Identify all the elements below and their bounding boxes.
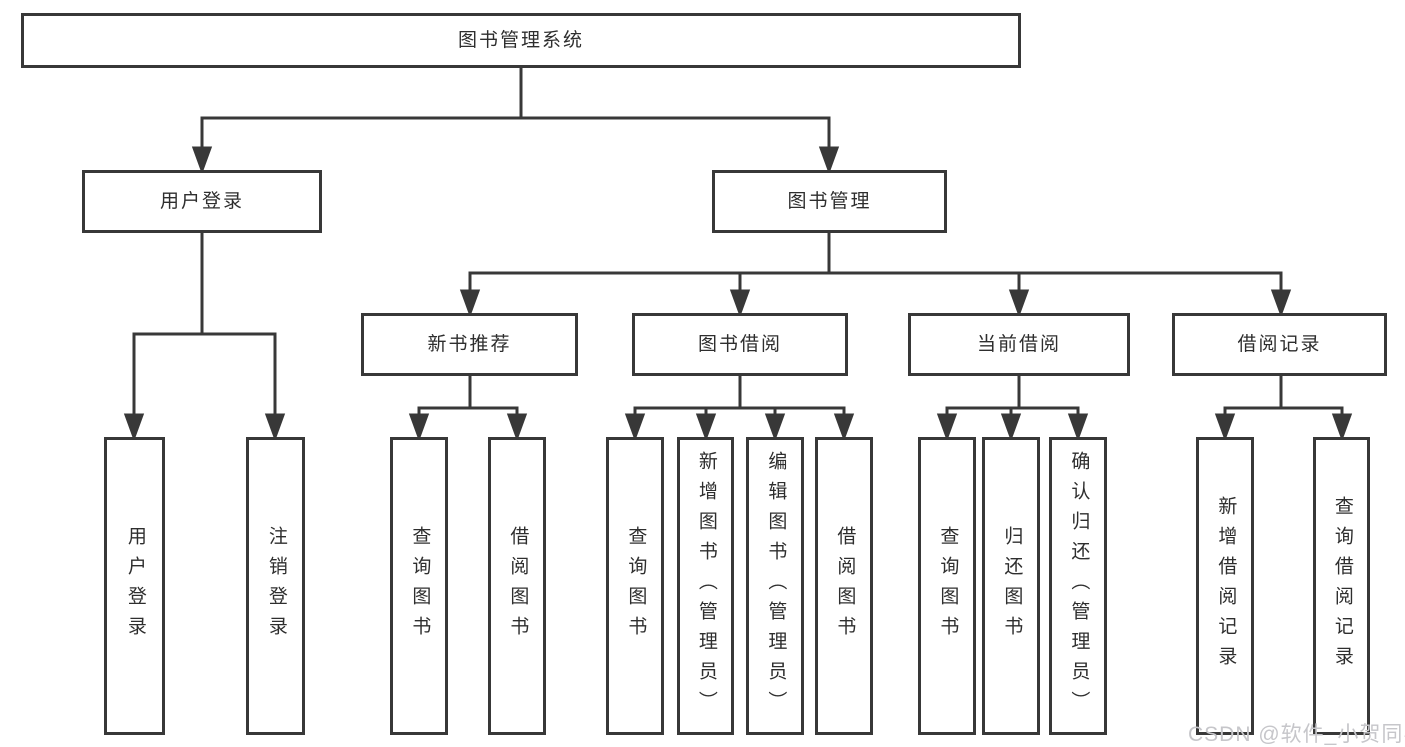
- connector-newbook-branch: [408, 374, 528, 442]
- connector-records-branch: [1214, 374, 1353, 442]
- connector-current-branch: [936, 374, 1089, 442]
- node-borrowing-records: 借阅记录: [1172, 313, 1387, 376]
- node-user-login: 用户登录: [82, 170, 322, 233]
- connector-login-branch: [123, 231, 286, 442]
- leaf-edit-book-admin: 编辑图书（管理员）: [746, 437, 804, 735]
- node-book-management: 图书管理: [712, 170, 947, 233]
- node-current-borrowing: 当前借阅: [908, 313, 1130, 376]
- leaf-borrow-books-recommend: 借阅图书: [488, 437, 546, 735]
- leaf-return-books: 归还图书: [982, 437, 1040, 735]
- leaf-query-books-recommend: 查询图书: [390, 437, 448, 735]
- connector-borrow-branch: [624, 374, 855, 442]
- leaf-add-borrow-record: 新增借阅记录: [1196, 437, 1254, 735]
- leaf-add-book-admin: 新增图书（管理员）: [677, 437, 734, 735]
- leaf-query-books-current: 查询图书: [918, 437, 976, 735]
- node-book-borrowing: 图书借阅: [632, 313, 848, 376]
- leaf-logout: 注销登录: [246, 437, 305, 735]
- node-library-management-system: 图书管理系统: [21, 13, 1021, 68]
- leaf-borrow-books: 借阅图书: [815, 437, 873, 735]
- node-new-book-recommendation: 新书推荐: [361, 313, 578, 376]
- leaf-user-login: 用户登录: [104, 437, 165, 735]
- leaf-confirm-return-admin: 确认归还（管理员）: [1049, 437, 1107, 735]
- connector-management-to-level3: [459, 231, 1292, 318]
- connector-root-to-level2: [191, 66, 840, 175]
- csdn-watermark: CSDN @软件_小贺同学: [1188, 723, 1405, 746]
- leaf-query-books-borrow: 查询图书: [606, 437, 664, 735]
- leaf-query-borrow-record: 查询借阅记录: [1313, 437, 1370, 735]
